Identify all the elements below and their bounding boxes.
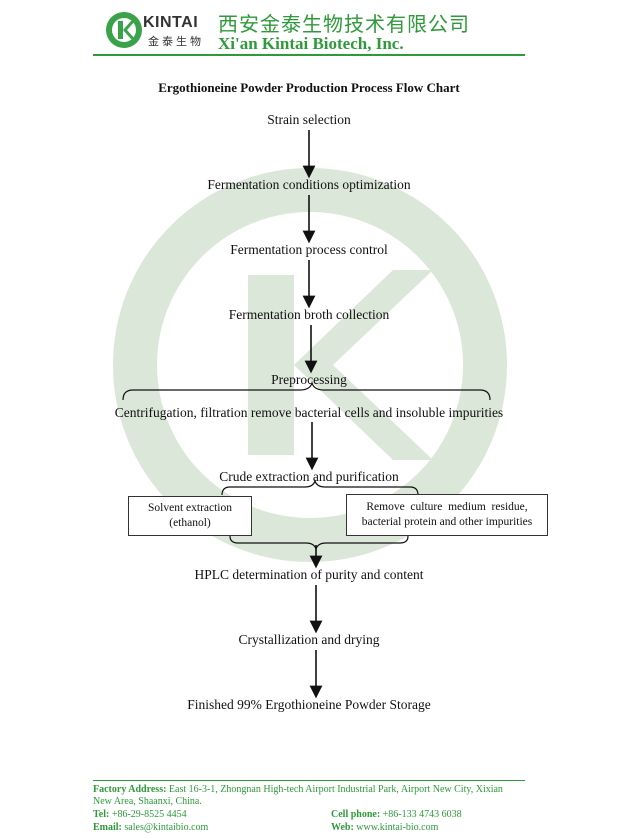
footer-email: Email: sales@kintaibio.com — [93, 822, 208, 834]
step-finished-storage: Finished 99% Ergothioneine Powder Storag… — [187, 697, 431, 712]
web-link[interactable]: www.kintai-bio.com — [353, 822, 439, 833]
tel-value: +86-29-8525 4454 — [109, 809, 187, 820]
document-title: Ergothioneine Powder Production Process … — [158, 80, 460, 95]
company-name-en: Xi'an Kintai Biotech, Inc. — [218, 34, 404, 53]
email-link[interactable]: sales@kintaibio.com — [121, 822, 209, 833]
box-remove-line2: bacterial protein and other impurities — [361, 516, 533, 528]
box-solvent-line2: (ethanol) — [169, 517, 211, 529]
footer-divider — [93, 780, 525, 781]
brace-preprocessing — [122, 380, 491, 401]
step-fermentation-conditions: Fermentation conditions optimization — [207, 177, 411, 192]
cell-value: +86-133 4743 6038 — [380, 809, 462, 820]
watermark-logo — [113, 168, 507, 562]
step-fermentation-process: Fermentation process control — [230, 242, 388, 257]
factory-line2: New Area, Shaanxi, China. — [93, 796, 202, 807]
kintai-logo-icon — [106, 12, 142, 48]
footer-factory-address: Factory Address: East 16-3-1, Zhongnan H… — [93, 784, 533, 808]
box-solvent-line1: Solvent extraction — [148, 502, 232, 514]
tel-label: Tel: — [93, 809, 110, 820]
web-label: Web: — [331, 822, 354, 833]
footer-tel: Tel: +86-29-8525 4454 — [93, 809, 187, 821]
step-centrifugation: Centrifugation, filtration remove bacter… — [114, 405, 504, 420]
company-name-cn: 西安金泰生物技术有限公司 — [218, 12, 470, 36]
box-remove-impurities: Remove culture medium residue, bacterial… — [346, 494, 548, 536]
box-remove-line1: Remove culture medium residue, — [366, 501, 528, 513]
step-strain-selection: Strain selection — [267, 112, 351, 127]
box-solvent-extraction: Solvent extraction (ethanol) — [128, 496, 252, 536]
header-divider — [93, 54, 525, 56]
footer-web: Web: www.kintai-bio.com — [331, 822, 438, 834]
step-preprocessing: Preprocessing — [271, 372, 347, 387]
email-label: Email: — [93, 822, 122, 833]
step-broth-collection: Fermentation broth collection — [228, 307, 390, 322]
footer-cell: Cell phone: +86-133 4743 6038 — [331, 809, 462, 821]
brace-crude-bottom — [229, 535, 409, 551]
logo-brand-text: KINTAI — [143, 14, 199, 31]
step-crystallization: Crystallization and drying — [238, 632, 380, 647]
cell-label: Cell phone: — [331, 809, 381, 820]
step-crude-extraction: Crude extraction and purification — [219, 469, 399, 484]
factory-line1: East 16-3-1, Zhongnan High-tech Airport … — [166, 784, 503, 795]
logo-brand-cn: 金泰生物 — [148, 35, 204, 48]
step-hplc: HPLC determination of purity and content — [194, 567, 424, 582]
factory-label: Factory Address: — [93, 784, 167, 795]
brace-crude-top — [221, 479, 419, 496]
